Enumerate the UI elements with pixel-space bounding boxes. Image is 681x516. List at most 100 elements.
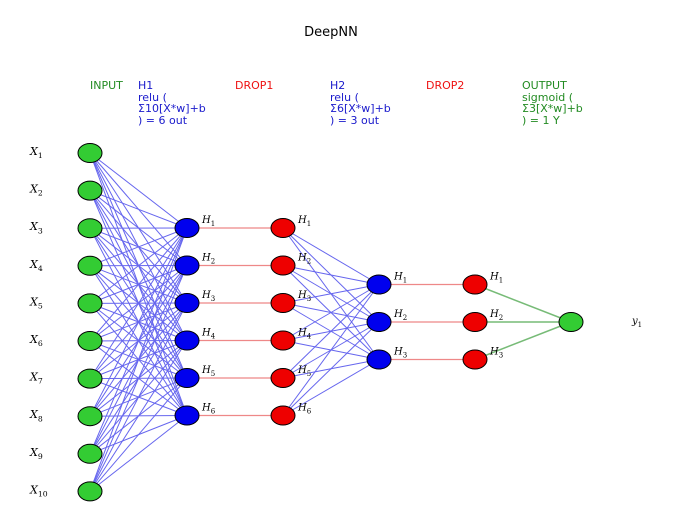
edge-drop1-h2 xyxy=(282,284,380,379)
edge-input-h1 xyxy=(89,227,188,304)
input-label: X6 xyxy=(29,333,43,348)
edge-drop2-output xyxy=(474,283,572,323)
input-label: X8 xyxy=(29,408,43,423)
input-node xyxy=(77,218,103,239)
h1-header: H1 relu ( Σ10[X*w]+b ) = 6 out xyxy=(138,79,206,127)
input-label: X4 xyxy=(29,258,43,273)
edges xyxy=(89,152,572,492)
h2-header: H2 relu ( Σ6[X*w]+b ) = 3 out xyxy=(330,79,391,127)
edge-drop1-h2 xyxy=(282,284,380,304)
edge-input-h1 xyxy=(89,227,188,492)
drop2-header: DROP2 xyxy=(426,79,464,92)
input-header: INPUT xyxy=(90,79,123,92)
drop1-node xyxy=(270,218,296,238)
nodes xyxy=(77,143,584,502)
edge-input-h1 xyxy=(89,302,188,492)
output-header: OUTPUT sigmoid ( Σ3[X*w]+b ) = 1 Y xyxy=(522,79,583,127)
h1-node xyxy=(174,405,200,426)
h1-label: H5 xyxy=(201,365,215,378)
edge-input-h1 xyxy=(89,227,188,267)
input-label: X3 xyxy=(29,220,43,235)
input-label: X2 xyxy=(29,183,43,198)
edge-drop1-h2 xyxy=(282,265,380,285)
input-node xyxy=(77,143,103,163)
drop1-node xyxy=(270,255,296,276)
h1-node xyxy=(174,368,200,388)
edge-input-h1 xyxy=(89,190,188,229)
h1-node xyxy=(174,255,200,276)
h2-node xyxy=(366,312,392,332)
node-labels: X1X2X3X4X5X6X7X8X9X10H1H2H3H4H5H6H1H2H3H… xyxy=(29,145,642,498)
h2-header-line: relu ( xyxy=(330,91,359,104)
h1-header-line: relu ( xyxy=(138,91,167,104)
edge-drop1-h2 xyxy=(282,359,380,416)
edge-input-h1 xyxy=(89,227,188,379)
edge-drop2-output xyxy=(474,321,572,361)
input-node xyxy=(77,368,103,389)
input-node xyxy=(77,255,103,276)
drop2-node xyxy=(462,274,488,295)
h2-label: H1 xyxy=(393,272,407,285)
edge-drop1-h2 xyxy=(282,321,380,416)
drop1-node xyxy=(270,405,296,426)
input-node xyxy=(77,406,103,427)
output-header-line: OUTPUT xyxy=(522,79,567,92)
edge-drop1-h2 xyxy=(282,284,380,341)
input-label: X7 xyxy=(29,371,43,386)
drop1-header: DROP1 xyxy=(235,79,273,92)
h2-label: H2 xyxy=(393,309,407,322)
drop1-label: H1 xyxy=(297,215,311,228)
edge-input-h1 xyxy=(89,152,188,229)
h1-header-line: H1 xyxy=(138,79,153,92)
h2-header-line: Σ6[X*w]+b xyxy=(330,102,391,115)
output-label: y1 xyxy=(631,316,642,329)
h1-label: H4 xyxy=(201,328,216,341)
edge-input-h1 xyxy=(89,265,188,492)
drop1-label: H6 xyxy=(297,403,312,416)
input-label: X9 xyxy=(29,446,43,461)
h1-node xyxy=(174,293,200,313)
drop1-label: H2 xyxy=(297,253,311,266)
drop2-label: H3 xyxy=(489,347,503,360)
h1-node xyxy=(174,218,200,238)
h2-header-line: ) = 3 out xyxy=(330,114,380,127)
input-label: X1 xyxy=(29,145,43,160)
edge-drop1-h2 xyxy=(282,227,380,285)
input-node xyxy=(77,443,103,464)
drop1-label: H5 xyxy=(297,365,311,378)
drop2-label: H1 xyxy=(489,272,503,285)
input-label: X10 xyxy=(29,483,48,498)
edge-input-h1 xyxy=(89,227,188,454)
drop2-node xyxy=(462,349,488,370)
h1-label: H2 xyxy=(201,253,215,266)
h2-label: H3 xyxy=(393,347,407,360)
drop2-node xyxy=(462,312,488,332)
h1-label: H3 xyxy=(201,290,215,303)
edge-input-h1 xyxy=(89,377,188,492)
diagram-title: DeepNN xyxy=(304,25,358,40)
drop1-label: H4 xyxy=(297,328,312,341)
h2-node xyxy=(366,274,392,295)
output-node xyxy=(558,312,584,332)
drop1-node xyxy=(270,368,296,388)
h2-node xyxy=(366,349,392,370)
edge-drop1-h2 xyxy=(282,284,380,416)
h1-label: H6 xyxy=(201,403,216,416)
h1-node xyxy=(174,330,200,351)
output-header-line: sigmoid ( xyxy=(522,91,573,104)
output-header-line: Σ3[X*w]+b xyxy=(522,102,583,115)
output-header-line: ) = 1 Y xyxy=(522,114,560,127)
input-node xyxy=(77,331,103,351)
input-node xyxy=(77,293,103,314)
h2-header-line: H2 xyxy=(330,79,345,92)
edge-input-h1 xyxy=(89,227,188,342)
edge-input-h1 xyxy=(89,227,188,417)
input-node xyxy=(77,180,103,201)
drop1-node xyxy=(270,330,296,351)
h1-header-line: ) = 6 out xyxy=(138,114,188,127)
drop2-label: H2 xyxy=(489,309,503,322)
input-label: X5 xyxy=(29,295,43,310)
drop1-node xyxy=(270,293,296,313)
